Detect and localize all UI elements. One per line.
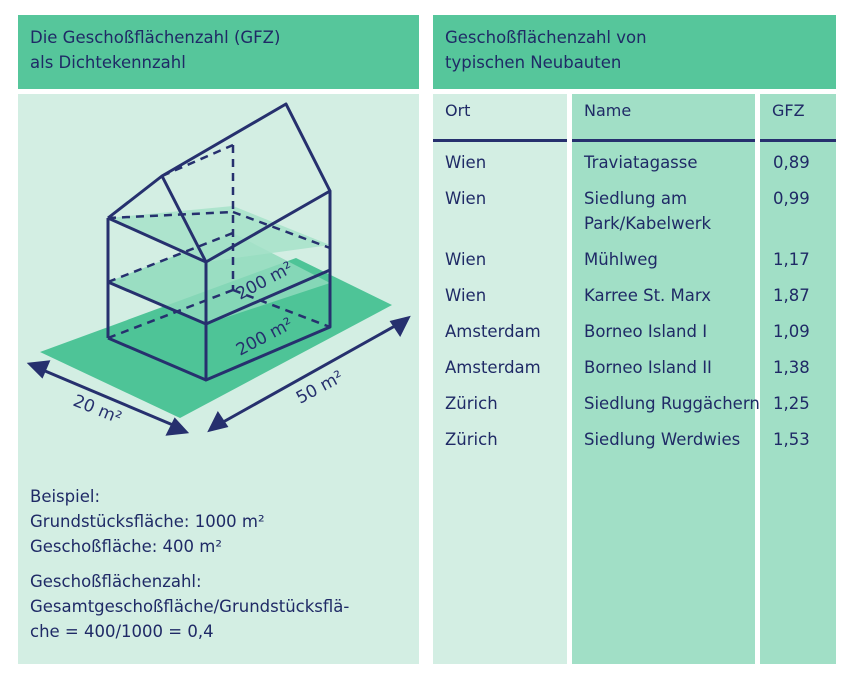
cell-ort: Amsterdam: [445, 322, 541, 341]
table-row: Wien Mühlweg 1,17: [433, 247, 836, 272]
cell-gfz: 0,99: [773, 189, 810, 208]
column-header-gfz: GFZ: [772, 101, 805, 120]
cell-gfz: 1,87: [773, 286, 810, 305]
cell-ort: Wien: [445, 286, 487, 305]
width-arrow-line: [37, 366, 181, 430]
table-row: Zürich Siedlung Werdwies 1,53: [433, 427, 836, 452]
table-row: Wien Siedlung am Park/Kabelwerk 0,99: [433, 186, 836, 236]
cell-name: Mühlweg: [584, 250, 658, 269]
example-formula-line1: Gesamtgeschoßfläche/Grundstücksflä-: [30, 597, 350, 616]
width-arrow-head-left: [26, 360, 51, 379]
floor-slab-upper: [108, 206, 330, 262]
right-panel-title-line2: typischen Neubauten: [445, 53, 622, 72]
cell-ort: Zürich: [445, 430, 498, 449]
table-row: Zürich Siedlung Ruggächern 1,25: [433, 391, 836, 416]
header-divider-gfz: [760, 139, 836, 142]
cell-name: Siedlung Ruggächern: [584, 394, 760, 413]
header-divider-name: [572, 139, 755, 142]
table-row: Wien Traviatagasse 0,89: [433, 150, 836, 175]
length-arrow-head-left: [207, 411, 229, 433]
floor-slab-lower: [108, 233, 330, 324]
length-label: 50 m²: [293, 367, 347, 408]
right-panel-header: Geschoßflächenzahl von typischen Neubaut…: [433, 15, 836, 89]
gfz-table: Wien Traviatagasse 0,89 Wien Siedlung am…: [433, 150, 836, 463]
cell-name: Karree St. Marx: [584, 286, 711, 305]
column-ort-background: [433, 94, 567, 664]
header-divider-ort: [433, 139, 567, 142]
table-row: Wien Karree St. Marx 1,87: [433, 283, 836, 308]
example-ratio-heading: Geschoßflächenzahl:: [30, 572, 202, 591]
column-header-name: Name: [584, 101, 632, 120]
house-roof: [107, 102, 332, 220]
cell-gfz: 1,38: [773, 358, 810, 377]
cell-gfz: 1,53: [773, 430, 810, 449]
column-header-ort: Ort: [445, 101, 471, 120]
cell-name: Siedlung am Park/Kabelwerk: [584, 189, 712, 233]
cell-name: Siedlung Werdwies: [584, 430, 741, 449]
cell-ort: Zürich: [445, 394, 498, 413]
width-label: 20 m²: [70, 391, 124, 428]
example-formula-line2: che = 400/1000 = 0,4: [30, 622, 214, 641]
example-plot-area: Grundstücksfläche: 1000 m²: [30, 512, 265, 531]
house-bottom-left: [107, 336, 207, 382]
cell-ort: Wien: [445, 189, 487, 208]
width-arrow-head-right: [165, 417, 190, 436]
cell-ort: Wien: [445, 250, 487, 269]
cell-ort: Wien: [445, 153, 487, 172]
left-panel-header: Die Geschoßflächenzahl (GFZ) als Dichtek…: [18, 15, 419, 89]
plot-area: [40, 258, 392, 418]
left-panel-title-line1: Die Geschoßflächenzahl (GFZ): [30, 28, 281, 47]
floor-level-line: [107, 268, 331, 326]
floor-line-upper: [107, 216, 207, 264]
example-text: Beispiel: Grundstücksfläche: 1000 m² Ges…: [30, 484, 415, 644]
example-heading: Beispiel:: [30, 487, 101, 506]
roof-gable-left: [160, 175, 208, 263]
table-row: Amsterdam Borneo Island II 1,38: [433, 355, 836, 380]
cell-gfz: 1,25: [773, 394, 810, 413]
right-panel-title-line1: Geschoßflächenzahl von: [445, 28, 647, 47]
length-arrow-line: [215, 320, 403, 428]
left-panel-title-line2: als Dichtekennzahl: [30, 53, 186, 72]
hidden-upper-back: [107, 210, 234, 220]
hidden-back-right: [232, 210, 331, 250]
length-arrow-head-right: [389, 315, 411, 337]
cell-name: Traviatagasse: [584, 153, 698, 172]
cell-name: Borneo Island II: [584, 358, 712, 377]
hidden-back-right-low: [232, 288, 331, 329]
column-gfz-background: [760, 94, 836, 664]
example-floor-area: Geschoßfläche: 400 m²: [30, 537, 222, 556]
table-row: Amsterdam Borneo Island I 1,09: [433, 319, 836, 344]
column-name-background: [572, 94, 755, 664]
cell-name: Borneo Island I: [584, 322, 708, 341]
cell-gfz: 1,09: [773, 322, 810, 341]
cell-gfz: 1,17: [773, 250, 810, 269]
cell-ort: Amsterdam: [445, 358, 541, 377]
cell-gfz: 0,89: [773, 153, 810, 172]
